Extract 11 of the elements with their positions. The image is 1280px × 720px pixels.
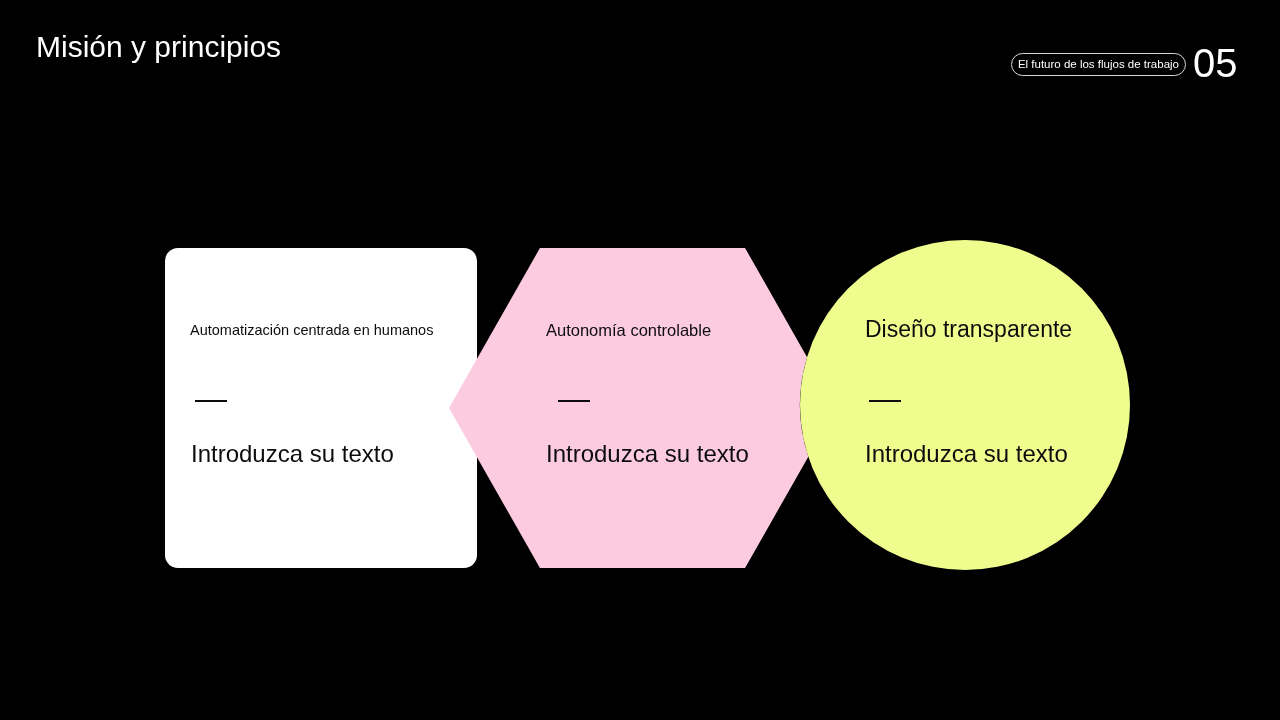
hexagon-card: [449, 248, 809, 568]
principle-heading: Autonomía controlable: [546, 320, 712, 341]
slide-title: Misión y principios: [36, 29, 282, 65]
text-card: [165, 248, 477, 568]
circle-card: [800, 240, 1130, 570]
principle-body: Introduzca su texto: [546, 439, 749, 469]
principle-heading: Automatización centrada en humanos: [190, 321, 434, 340]
principle-body: Introduzca su texto: [191, 439, 394, 469]
principle-heading: Diseño transparente: [865, 315, 1073, 344]
section-number: 05: [1193, 40, 1238, 86]
principle-body: Introduzca su texto: [865, 439, 1068, 469]
